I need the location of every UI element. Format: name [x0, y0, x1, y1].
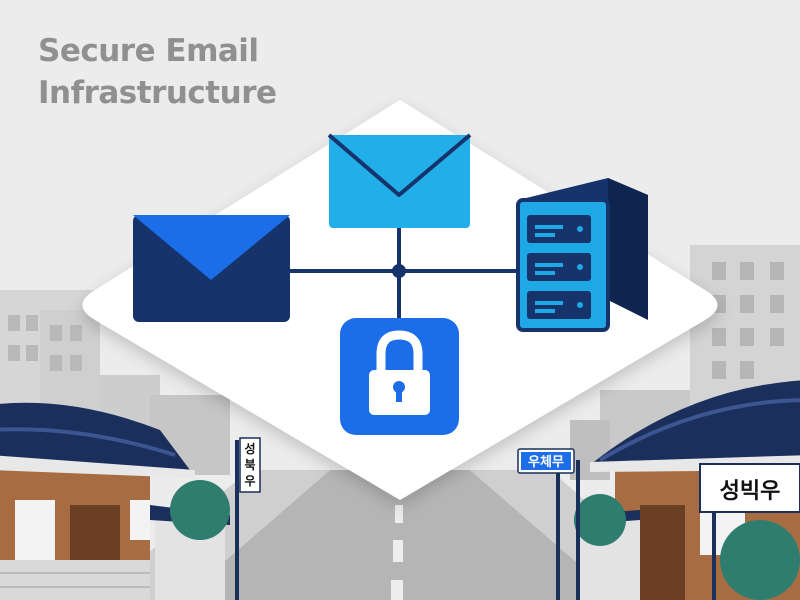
- server-icon: [516, 178, 648, 332]
- sign-char: 우: [244, 474, 255, 488]
- left-hanok: [0, 402, 230, 600]
- title-line: Secure Email: [38, 33, 259, 69]
- network-connectors: [290, 225, 518, 320]
- center-street-sign: 우체무: [517, 448, 575, 474]
- envelope-icon: [327, 133, 472, 228]
- lock-icon: [340, 318, 459, 435]
- page-title: Secure Email Infrastructure: [38, 30, 277, 114]
- sign-text: 우체무: [528, 455, 564, 470]
- left-street-sign: 성 북 우: [239, 437, 261, 493]
- sign-char: 성: [244, 442, 255, 456]
- envelope-icon: [133, 215, 290, 322]
- sign-char: 북: [244, 458, 255, 472]
- right-street-sign: 성빅우: [699, 463, 800, 513]
- sign-text: 성빅우: [720, 479, 781, 504]
- title-line: Infrastructure: [38, 75, 277, 111]
